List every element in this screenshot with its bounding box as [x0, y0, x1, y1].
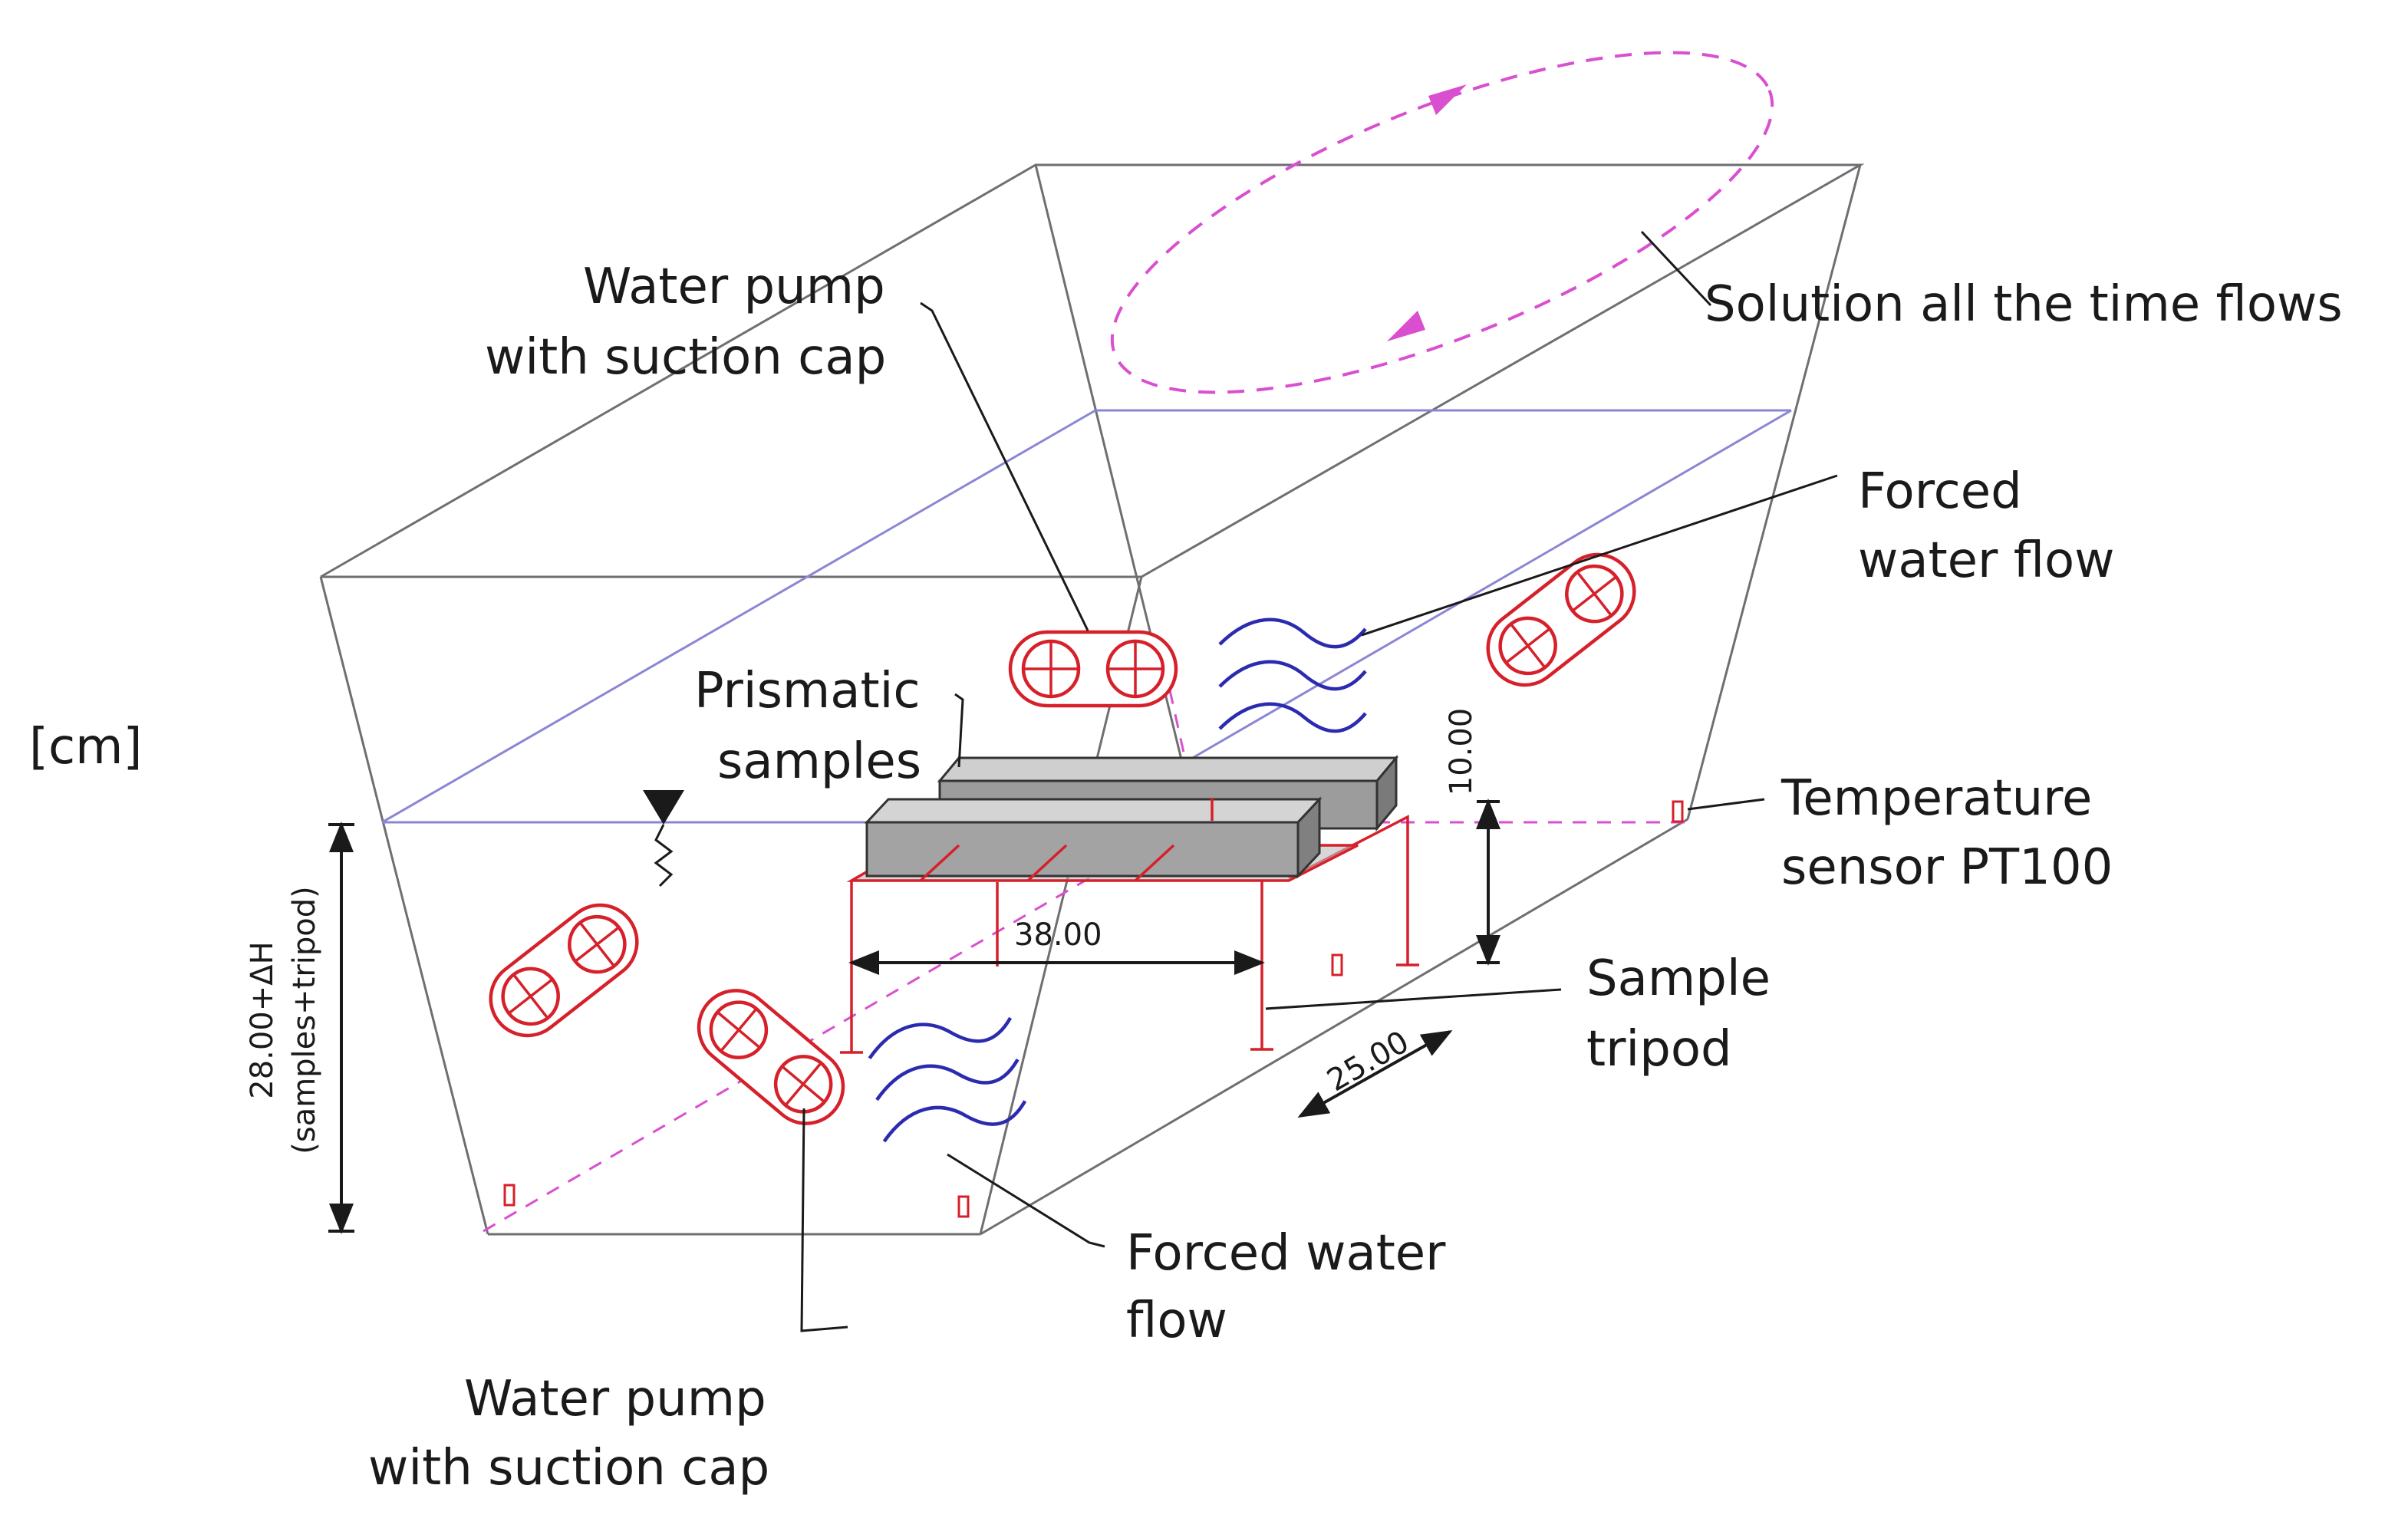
pump-bottom-label-line2: with suction cap — [368, 1440, 769, 1497]
forced-flow-waves-top-icon — [1220, 620, 1365, 731]
prismatic-label-line1: Prismatic — [694, 663, 921, 720]
dimension-height-label: 10.00 — [1444, 708, 1479, 796]
unit-label: [cm] — [29, 719, 142, 776]
dimension-width-label: 38.00 — [1014, 917, 1102, 953]
leader-lines — [800, 230, 1838, 1332]
water-pump-top-icon — [1010, 632, 1176, 706]
water-pump-left-icon — [476, 891, 651, 1051]
pump-top-label-line1: Water pump — [583, 259, 885, 315]
temperature-label-line1: Temperature — [1780, 770, 2092, 827]
solution-flow-label: Solution all the time flows — [1705, 276, 2343, 333]
forced-flow-bottom-label-line2: flow — [1126, 1293, 1227, 1349]
temperature-sensor-icons — [503, 800, 1684, 1218]
temperature-label-line2: sensor PT100 — [1781, 839, 2113, 896]
water-level-symbol — [643, 790, 684, 887]
dimension-depth-label: 25.00 — [1321, 1024, 1415, 1098]
dimension-water-height-note: (samples+tripod) — [287, 886, 322, 1154]
tripod-label-line2: tripod — [1586, 1021, 1732, 1078]
dimension-lines — [328, 799, 1500, 1234]
forced-flow-top-label-line2: water flow — [1858, 532, 2115, 589]
forced-flow-waves-bottom-icon — [865, 1009, 1028, 1144]
water-pump-right-icon — [1473, 540, 1649, 700]
circulation-path — [483, 51, 1774, 1233]
dimension-water-height-label: 28.00+ΔH — [245, 941, 280, 1098]
flow-arrow-icon — [1387, 311, 1425, 341]
forced-flow-top-label-line1: Forced — [1858, 463, 2022, 520]
tripod-label-line1: Sample — [1586, 950, 1771, 1007]
water-pump-bottom-icon — [684, 976, 858, 1138]
pump-bottom-label-line1: Water pump — [464, 1371, 766, 1428]
prismatic-label-line2: samples — [717, 733, 921, 790]
tank-frame — [319, 163, 1865, 1236]
flow-arrow-icon — [1428, 84, 1467, 115]
prismatic-samples — [864, 754, 1399, 882]
pump-top-label-line2: with suction cap — [485, 329, 886, 386]
forced-flow-bottom-label-line1: Forced water — [1126, 1225, 1446, 1282]
